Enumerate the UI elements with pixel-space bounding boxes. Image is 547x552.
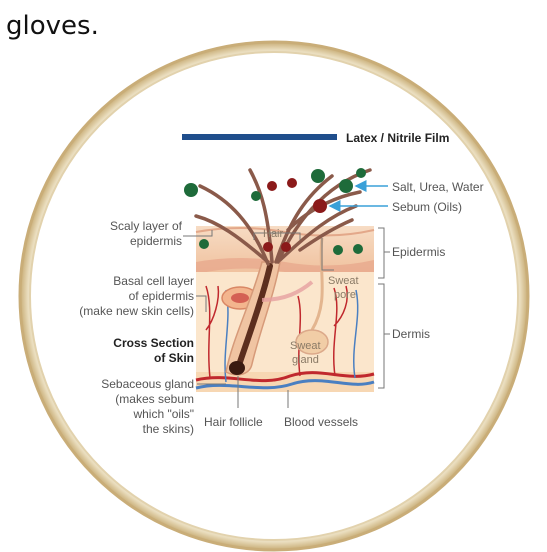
label-dermis: Dermis <box>392 327 430 341</box>
label-sebum: Sebum (Oils) <box>392 200 462 214</box>
label-hair-follicle: Hair follicle <box>204 415 263 429</box>
label-basal-1: Basal cell layer <box>113 274 194 288</box>
film-label: Latex / Nitrile Film <box>346 131 449 145</box>
label-sweat-gland-1: Sweat <box>290 340 321 352</box>
label-sebaceous-1: Sebaceous gland <box>101 377 194 391</box>
label-sweat-pore-2: pore <box>334 289 356 301</box>
label-blood-vessels: Blood vessels <box>284 415 358 429</box>
sebaceous-gland-core <box>231 293 249 303</box>
label-sweat-pore-1: Sweat <box>328 275 359 287</box>
label-basal-3: (make new skin cells) <box>79 304 194 318</box>
label-basal-2: of epidermis <box>129 289 194 303</box>
label-sebaceous-3: which "oils" <box>132 407 194 421</box>
label-cross-section-2: of Skin <box>154 351 194 365</box>
label-hair: Hair <box>263 228 284 240</box>
label-salt-urea-water: Salt, Urea, Water <box>392 180 484 194</box>
label-epidermis: Epidermis <box>392 245 445 259</box>
label-sweat-gland-2: gland <box>292 354 319 366</box>
hair-bulb <box>229 361 245 375</box>
label-scaly-2: epidermis <box>130 234 182 248</box>
label-sebaceous-4: the skins) <box>143 422 194 436</box>
film-bar <box>182 134 337 140</box>
label-scaly-1: Scaly layer of <box>110 219 183 233</box>
label-cross-section-1: Cross Section <box>113 336 194 350</box>
label-sebaceous-2: (makes sebum <box>115 392 194 406</box>
caption-fragment: gloves. <box>6 11 99 41</box>
